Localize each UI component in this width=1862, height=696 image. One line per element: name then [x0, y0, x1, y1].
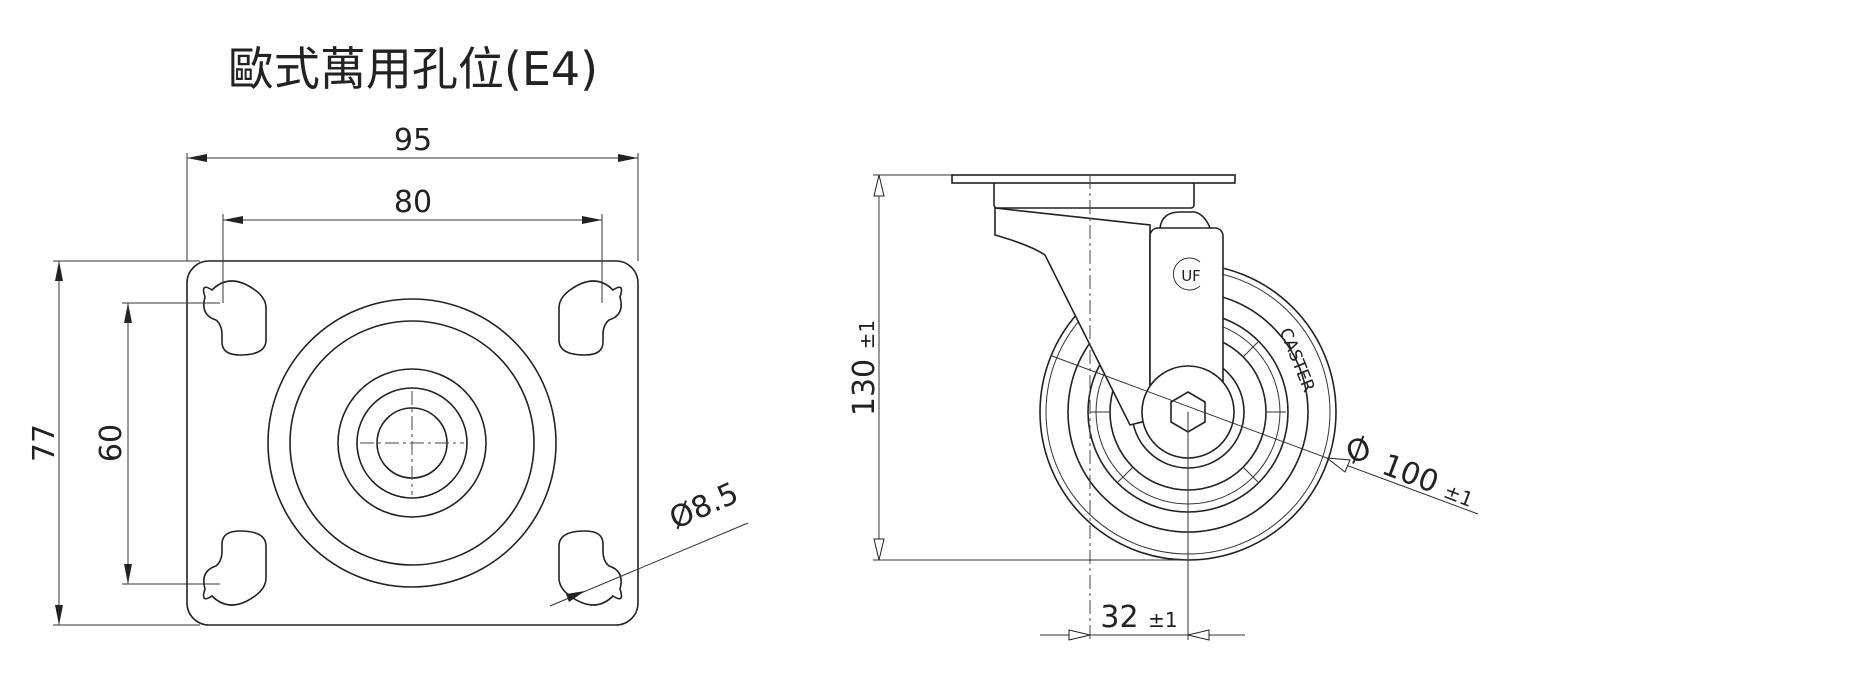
dim-hole-spacing-y-label: 60 [94, 424, 129, 462]
wheel-diameter-group: 100 ±1 [1377, 448, 1479, 515]
dim-offset-tol: ±1 [1148, 608, 1177, 632]
caster-side-view: UF CASTER 130 ±1 32 ±1 Ø 100 ±1 [847, 174, 1479, 641]
fork-leg-top [1159, 211, 1211, 229]
swivel-head [993, 181, 1195, 209]
hole-diameter-label: Ø8.5 [664, 476, 743, 537]
swivel-ring-inner [289, 320, 535, 566]
dim-height-group: 130 ±1 [847, 320, 882, 416]
wheel-diameter-tol: ±1 [1441, 479, 1477, 512]
drawing-title: 歐式萬用孔位(E4) [228, 42, 598, 96]
dim-width-label: 95 [394, 123, 432, 158]
fork-bracket-left [994, 207, 1151, 426]
dim-offset-group: 32 ±1 [1100, 600, 1177, 635]
uf-logo: UF [1172, 257, 1201, 291]
wheel-diameter-leader [1051, 355, 1479, 515]
bearing-ring [356, 387, 468, 499]
swivel-ring-outer [267, 298, 557, 588]
mounting-plate-view: 95 80 77 60 Ø8.5 [27, 123, 749, 626]
dim-height-label: 77 [27, 424, 62, 462]
dim-overall-height-tol: ±1 [855, 320, 879, 349]
bolt-slot-bottom-left [202, 530, 267, 606]
dim-hole-spacing-x-label: 80 [394, 185, 432, 220]
bolt-slot-top-right [558, 280, 623, 356]
top-plate-edge [951, 174, 1236, 184]
mounting-plate-outline [186, 260, 639, 626]
dim-offset-label: 32 [1100, 600, 1138, 635]
dim-overall-height-label: 130 [847, 359, 882, 416]
logo-text: UF [1181, 267, 1201, 285]
bearing-ring-outer [337, 368, 487, 518]
bolt-slot-top-left [202, 280, 267, 356]
wheel-diameter-label: 100 [1377, 448, 1443, 501]
wheel-brand-text: CASTER [1275, 325, 1319, 395]
